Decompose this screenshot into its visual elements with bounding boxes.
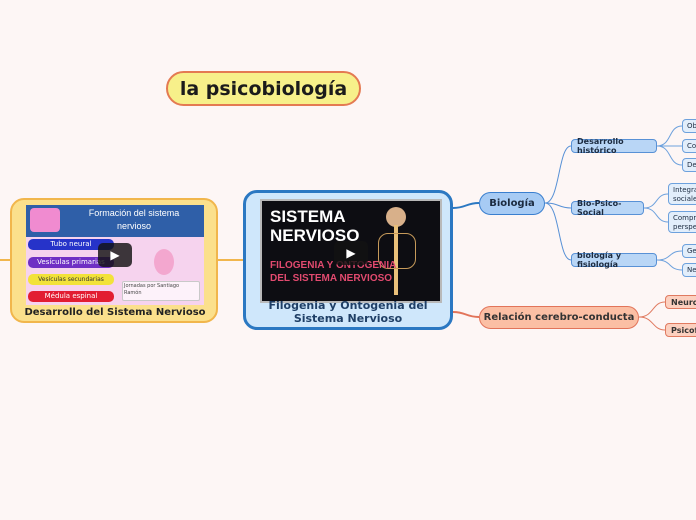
branch-biologia[interactable]: Biología [479, 192, 545, 215]
topic-caption: Desarrollo del Sistema Nervioso [24, 307, 206, 318]
thumbnail-footer: Jornadas por Santiago Ramón [122, 281, 200, 301]
subtopic-biologia-fisiologia[interactable]: biología y fisiología [571, 251, 657, 269]
video-subtitle: FILOGENIA Y ONTOGENIA DEL SISTEMA NERVIO… [270, 259, 396, 285]
video-subtitle-line1: FILOGENIA Y ONTOGENIA [270, 260, 397, 271]
leaf-label: De [687, 161, 696, 169]
video-thumbnail[interactable]: Formación del sistema nervioso Tubo neur… [26, 205, 204, 305]
leaf-ob[interactable]: Ob [682, 119, 696, 133]
embryo-illustration [154, 249, 174, 275]
thumbnail-title-line1: Formación del sistema [88, 208, 180, 218]
title-node[interactable]: la psicobiología [166, 71, 361, 106]
subtopic-label: Desarrollo histórico [577, 137, 624, 155]
subtopic-desarrollo-historico[interactable]: Desarrollo histórico [571, 137, 657, 155]
leaf-compr-perspe[interactable]: Compr perspe [668, 211, 696, 233]
subtopic-label: biología y fisiología [577, 251, 622, 269]
branch-biologia-label: Biología [489, 198, 535, 209]
leaf-label: Compr perspe [673, 214, 696, 231]
branch-relacion-label: Relación cerebro-conducta [483, 312, 635, 323]
thumbnail-label-primarias: Vesículas primarias [28, 257, 114, 268]
leaf-integra-sociale[interactable]: Integra sociale [668, 183, 696, 205]
leaf-ge[interactable]: Ge [682, 244, 696, 258]
play-button-icon[interactable]: ▶ [98, 243, 132, 267]
leaf-label: Ob [687, 122, 696, 130]
branch-relacion-cerebro-conducta[interactable]: Relación cerebro-conducta [479, 306, 639, 329]
subtopic-label: Psicofi [671, 325, 696, 335]
video-thumbnail-central[interactable]: SISTEMA NERVIOSO FILOGENIA Y ONTOGENIA D… [260, 199, 442, 303]
thumbnail-label-secundarias: Vesículas secundarias [28, 274, 114, 285]
play-button-icon[interactable]: ▶ [334, 241, 368, 265]
leaf-label: Ne [687, 266, 696, 274]
leaf-de[interactable]: De [682, 158, 696, 172]
subtopic-neuro[interactable]: Neuro [665, 295, 696, 309]
thumbnail-label-medula: Médula espinal [28, 291, 114, 302]
leaf-label: Integra sociale [673, 186, 696, 203]
subtopic-label: Bio-Psico-Social [577, 199, 622, 217]
central-topic-filogenia[interactable]: SISTEMA NERVIOSO FILOGENIA Y ONTOGENIA D… [243, 190, 453, 330]
leaf-co[interactable]: Co [682, 139, 696, 153]
thumbnail-footer-text: Jornadas por Santiago Ramón [124, 283, 180, 296]
thumbnail-title: Formación del sistema nervioso [66, 207, 202, 233]
video-heading-line1: SISTEMA [270, 207, 346, 226]
thumbnail-logo [30, 208, 60, 232]
leaf-label: Ge [687, 247, 696, 255]
nervous-system-figure [374, 207, 418, 295]
title-text: la psicobiología [179, 77, 348, 100]
topic-desarrollo-sistema-nervioso[interactable]: Formación del sistema nervioso Tubo neur… [10, 198, 218, 323]
leaf-label: Co [687, 142, 696, 150]
subtopic-bio-psico-social[interactable]: Bio-Psico-Social [571, 199, 644, 217]
subtopic-label: Neuro [671, 297, 696, 307]
central-caption: Filogenia y Ontogenia del Sistema Nervio… [268, 299, 428, 325]
video-heading: SISTEMA NERVIOSO [270, 207, 359, 245]
video-subtitle-line2: DEL SISTEMA NERVIOSO [270, 273, 393, 284]
leaf-ne[interactable]: Ne [682, 263, 696, 277]
thumbnail-title-line2: nervioso [116, 221, 152, 231]
subtopic-psicofi[interactable]: Psicofi [665, 323, 696, 337]
thumbnail-label-tubo: Tubo neural [28, 239, 114, 250]
video-heading-line2: NERVIOSO [270, 226, 360, 245]
